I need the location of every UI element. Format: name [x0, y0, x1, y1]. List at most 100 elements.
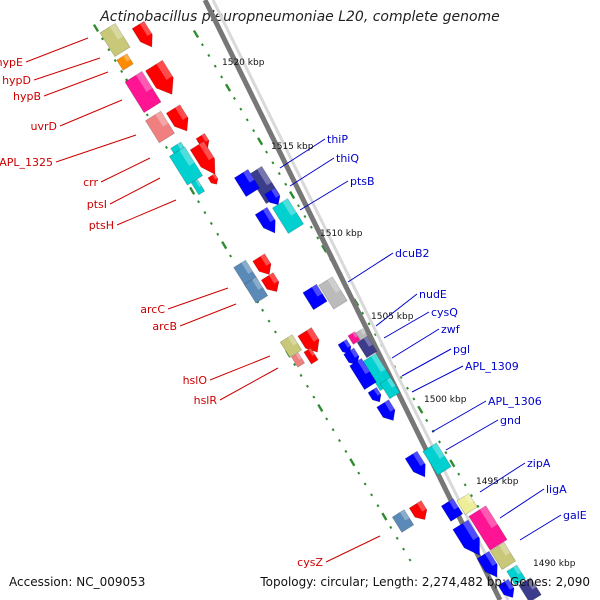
left-feature-16-body	[243, 276, 269, 304]
right-feature-19-body	[456, 493, 478, 515]
right-feature-3	[272, 198, 304, 234]
gene-label-APL_1325: APL_1325	[0, 156, 53, 169]
inner-ring-tick	[395, 536, 399, 540]
right-feature-5	[318, 276, 348, 310]
outer-ring-tick	[412, 397, 416, 401]
left-feature-15-body	[260, 272, 280, 292]
leader-galE	[519, 514, 562, 541]
accession-text: Accession: NC_009053	[9, 575, 146, 589]
inner-ring-tick	[267, 319, 271, 323]
right-feature-26-shine	[526, 577, 537, 590]
right-feature-17	[422, 442, 452, 476]
left-feature-22	[391, 509, 415, 533]
right-feature-27	[497, 578, 515, 599]
right-feature-2-shine	[271, 188, 280, 198]
inner-ring-tick	[312, 395, 316, 399]
gene-label-arcB: arcB	[152, 320, 177, 333]
outer-ring-tick	[476, 504, 480, 508]
right-feature-7-shine	[360, 328, 366, 335]
right-feature-6-body	[302, 283, 328, 311]
outer-ring-tick	[463, 483, 467, 487]
outer-ring-tick	[224, 83, 232, 92]
inner-ring-tick	[221, 241, 228, 250]
right-feature-1-shine	[243, 169, 255, 183]
right-feature-24-shine	[484, 551, 497, 566]
leader-thiP	[279, 138, 326, 169]
left-feature-1	[131, 20, 153, 48]
left-feature-19-body	[303, 347, 319, 365]
right-feature-10-shine	[343, 339, 351, 348]
right-feature-5-body	[318, 276, 348, 310]
gene-label-ptsB: ptsB	[350, 175, 375, 188]
outer-ring-tick	[271, 161, 275, 165]
right-feature-21	[468, 505, 508, 551]
inner-ring-tick	[273, 330, 277, 334]
outer-ring-tick	[309, 225, 313, 229]
leader-APL_1306	[431, 400, 487, 433]
inner-ring-tick	[363, 482, 367, 486]
right-feature-11-body	[343, 347, 360, 366]
left-feature-0-body	[99, 22, 131, 58]
outer-ring-tick	[373, 333, 377, 337]
inner-ring-tick	[293, 363, 297, 367]
right-feature-4-shine	[262, 207, 275, 222]
outer-ring-tick	[425, 418, 429, 422]
right-feature-8-shine	[352, 331, 358, 338]
outer-ring-tick	[405, 386, 409, 390]
right-feature-9-body	[356, 335, 378, 359]
inner-ring-tick	[92, 23, 100, 33]
right-feature-17-shine	[431, 442, 445, 459]
gene-label-cysZ: cysZ	[297, 556, 323, 569]
leader-thiQ	[289, 157, 335, 187]
inner-ring-tick	[357, 471, 361, 475]
right-feature-9-shine	[363, 336, 373, 347]
left-feature-12	[190, 178, 206, 196]
gene-label-crr: crr	[83, 176, 98, 189]
outer-ring-tick	[399, 375, 403, 380]
left-feature-5	[165, 104, 189, 132]
left-feature-4-shine	[136, 71, 153, 92]
gene-label-arcC: arcC	[140, 303, 165, 316]
right-feature-23	[489, 542, 517, 570]
left-feature-4	[124, 71, 162, 113]
outer-ring-tick	[289, 190, 296, 200]
left-feature-10-body	[168, 146, 204, 186]
inner-ring-tick	[107, 48, 111, 52]
gene-label-hypB: hypB	[13, 90, 41, 103]
gene-label-ptsI: ptsI	[87, 198, 107, 211]
leader-ptsI	[109, 177, 161, 205]
left-feature-9-body	[189, 140, 216, 175]
right-feature-26-body	[518, 577, 542, 600]
inner-ring-tick	[331, 428, 335, 432]
inner-ring-tick	[229, 254, 233, 258]
left-feature-18-body	[279, 334, 303, 358]
inner-ring-tick	[376, 504, 380, 508]
right-feature-14-body	[379, 376, 401, 400]
gene-label-zipA: zipA	[527, 457, 551, 470]
right-feature-8-body	[347, 331, 361, 345]
left-feature-11-body	[207, 173, 219, 185]
right-feature-22-body	[452, 519, 480, 556]
left-feature-0	[99, 22, 131, 58]
right-feature-14-shine	[386, 377, 396, 388]
left-feature-16-shine	[251, 276, 263, 290]
left-feature-22-body	[391, 509, 415, 533]
inner-ring-tick	[305, 384, 309, 388]
outer-ring-tick	[207, 53, 211, 58]
right-feature-19	[456, 493, 478, 515]
right-feature-20	[440, 498, 464, 522]
scale-label-5: 1495 kbp	[476, 477, 519, 487]
right-feature-24-body	[476, 550, 498, 578]
gene-label-hslO: hslO	[183, 374, 208, 387]
leader-gnd	[445, 419, 499, 451]
left-feature-10-shine	[179, 146, 195, 167]
left-feature-2	[116, 53, 134, 71]
leader-nudE	[375, 293, 418, 327]
right-feature-4	[254, 206, 276, 234]
gene-label-cysQ: cysQ	[431, 306, 458, 319]
map-title: Actinobacillus pleuropneumoniae L20, com…	[100, 9, 500, 25]
leader-APL_1325	[55, 134, 137, 163]
right-feature-6-shine	[311, 284, 323, 297]
gene-label-thiQ: thiQ	[336, 152, 359, 165]
right-feature-24	[476, 550, 498, 578]
